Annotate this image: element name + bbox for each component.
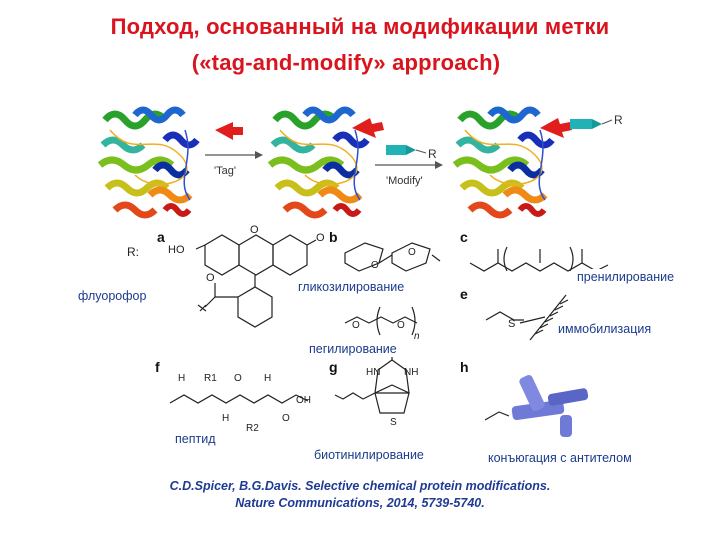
svg-text:S: S [390, 417, 397, 428]
panel-letter-a: a [157, 229, 165, 245]
svg-text:O: O [282, 413, 290, 424]
attached-reagent-icon [570, 119, 592, 129]
label-immobilization: иммобилизация [556, 321, 654, 337]
svg-text:O: O [352, 320, 360, 331]
svg-text:O: O [371, 260, 379, 271]
protein-unmodified [100, 110, 197, 215]
svg-text:O: O [408, 247, 416, 258]
panel-letter-b: b [329, 229, 338, 245]
xanthene-o-label: O [250, 225, 259, 236]
panel-letter-e: e [460, 286, 468, 302]
protein-tag-icon [352, 118, 384, 138]
svg-text:O: O [397, 320, 405, 331]
fluorophore-structure: R: HO O O O [127, 225, 325, 328]
tag-icon [215, 122, 243, 140]
svg-text:S: S [508, 318, 515, 330]
peptide-structure: H R1 O H H R2 O OH [169, 373, 311, 434]
svg-text:OH: OH [296, 395, 311, 406]
citation-line-1: C.D.Spicer, B.G.Davis. Selective chemica… [169, 479, 551, 493]
label-glycosylation: гликозилирование [296, 279, 407, 295]
glycan-structure: O O [344, 242, 441, 272]
modified-r-label: R [614, 113, 623, 127]
label-fluorophore: флуорофор [76, 288, 149, 304]
svg-text:R1: R1 [204, 373, 217, 384]
peg-structure: O O n [344, 306, 420, 342]
prenyl-structure [469, 246, 609, 272]
svg-text:NH: NH [404, 367, 418, 378]
slide-subtitle: («tag-and-modify» approach) [191, 50, 501, 75]
svg-text:H: H [264, 373, 271, 384]
svg-text:H: H [178, 373, 185, 384]
structure-panels: R: HO O O O O O S [127, 225, 609, 437]
label-biotinylation: биотинилирование [312, 447, 426, 463]
svg-text:n: n [414, 331, 420, 342]
immobilization-structure: S [485, 294, 569, 341]
protein-modified [455, 110, 552, 215]
panel-letter-g: g [329, 359, 338, 375]
protein-tagged [270, 110, 367, 215]
ho-label: HO [168, 244, 185, 256]
label-prenylation: пренилирование [575, 269, 677, 285]
label-pegylation: пегилирование [307, 341, 399, 357]
r-prefix-label: R: [127, 245, 139, 259]
svg-text:HN: HN [366, 367, 380, 378]
svg-text:O: O [234, 373, 242, 384]
carbonyl-o-label: O [206, 272, 215, 284]
label-peptide: пептид [173, 431, 218, 447]
panel-letter-c: c [460, 229, 468, 245]
label-antibody-conjugation: конъюгация с антителом [486, 450, 634, 466]
keto-o-label: O [316, 232, 325, 244]
modify-r-label: R [428, 147, 437, 161]
svg-text:H: H [222, 413, 229, 424]
tag-and-modify-scheme: 'Tag' R 'Modify' R [0, 90, 623, 225]
antibody-icon [484, 375, 589, 437]
slide-title: Подход, основанный на модификации метки [110, 14, 610, 39]
panel-letter-f: f [155, 359, 160, 375]
citation-line-2: Nature Communications, 2014, 5739-5740. [235, 496, 485, 510]
tag-step-label: 'Tag' [214, 165, 236, 177]
panel-letter-h: h [460, 359, 469, 375]
modify-step-label: 'Modify' [386, 175, 423, 187]
svg-text:R2: R2 [246, 423, 259, 434]
